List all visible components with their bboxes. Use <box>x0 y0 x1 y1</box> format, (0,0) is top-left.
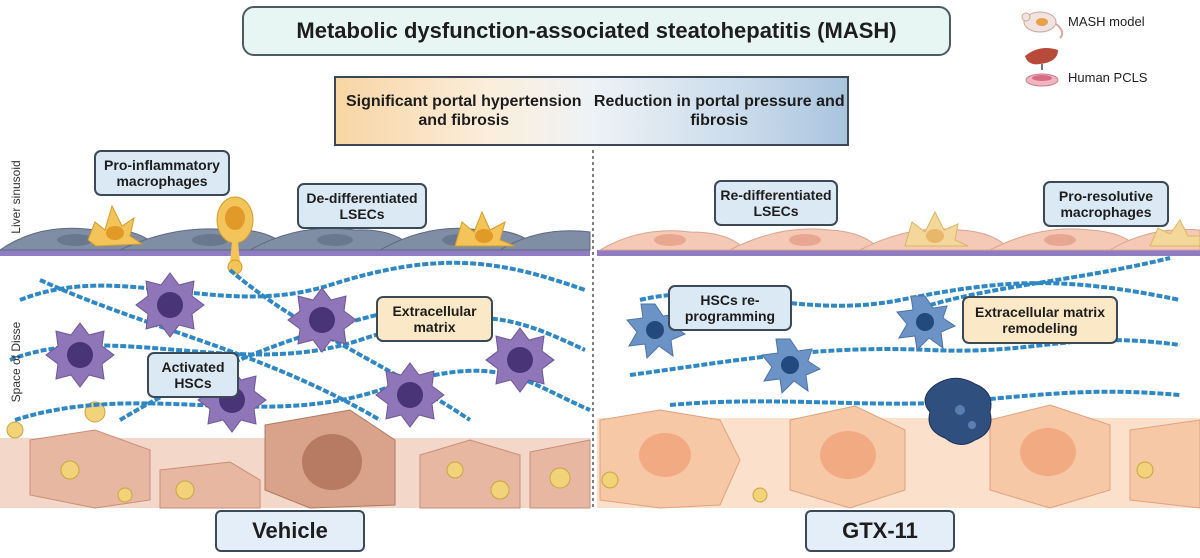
activated-hsc <box>375 362 445 428</box>
reprogrammed-hsc <box>761 338 822 395</box>
activated-hsc <box>485 327 555 393</box>
legend-mash-model: MASH model <box>1068 14 1145 29</box>
lsec-layer-right <box>597 210 1200 256</box>
legend-human-pcls: Human PCLS <box>1068 70 1148 85</box>
activated-hsc <box>45 322 115 388</box>
hepatocytes-right <box>597 404 1200 509</box>
label-pro-inflammatory-macrophages: Pro-inflammatory macrophages <box>94 150 230 196</box>
reprogrammed-hsc <box>896 295 957 352</box>
diagram-title: Metabolic dysfunction-associated steatoh… <box>242 6 951 56</box>
condition-gtx-11: GTX-11 <box>805 510 955 552</box>
mouse-icon <box>1021 11 1064 39</box>
outcome-banner: Significant portal hypertension and fibr… <box>334 76 849 146</box>
label-pro-resolutive-macrophages: Pro-resolutive macrophages <box>1043 181 1169 227</box>
treatment-outcome: Reduction in portal pressure and fibrosi… <box>591 78 847 144</box>
condition-vehicle: Vehicle <box>215 510 365 552</box>
hepatocytes-left <box>0 401 591 509</box>
side-label-liver-sinusoid: Liver sinusoid <box>9 160 23 234</box>
side-label-space-of-disse: Space of Disse <box>9 321 23 403</box>
label-hscs-reprogramming: HSCs re-programming <box>668 285 792 331</box>
label-extracellular-matrix: Extracellular matrix <box>376 296 493 342</box>
activated-hsc <box>135 272 205 338</box>
label-de-differentiated-lsecs: De-differentiated LSECs <box>297 183 427 229</box>
label-activated-hscs: Activated HSCs <box>147 352 239 398</box>
liver-slice-icon <box>1025 48 1059 87</box>
label-extracellular-matrix-remodeling: Extracellular matrix remodeling <box>962 296 1118 344</box>
label-re-differentiated-lsecs: Re-differentiated LSECs <box>714 180 838 226</box>
vehicle-outcome: Significant portal hypertension and fibr… <box>336 78 592 144</box>
reprogrammed-hscs <box>626 295 992 445</box>
activated-hsc <box>287 287 357 353</box>
pro-inflammatory-macrophages <box>87 196 516 275</box>
